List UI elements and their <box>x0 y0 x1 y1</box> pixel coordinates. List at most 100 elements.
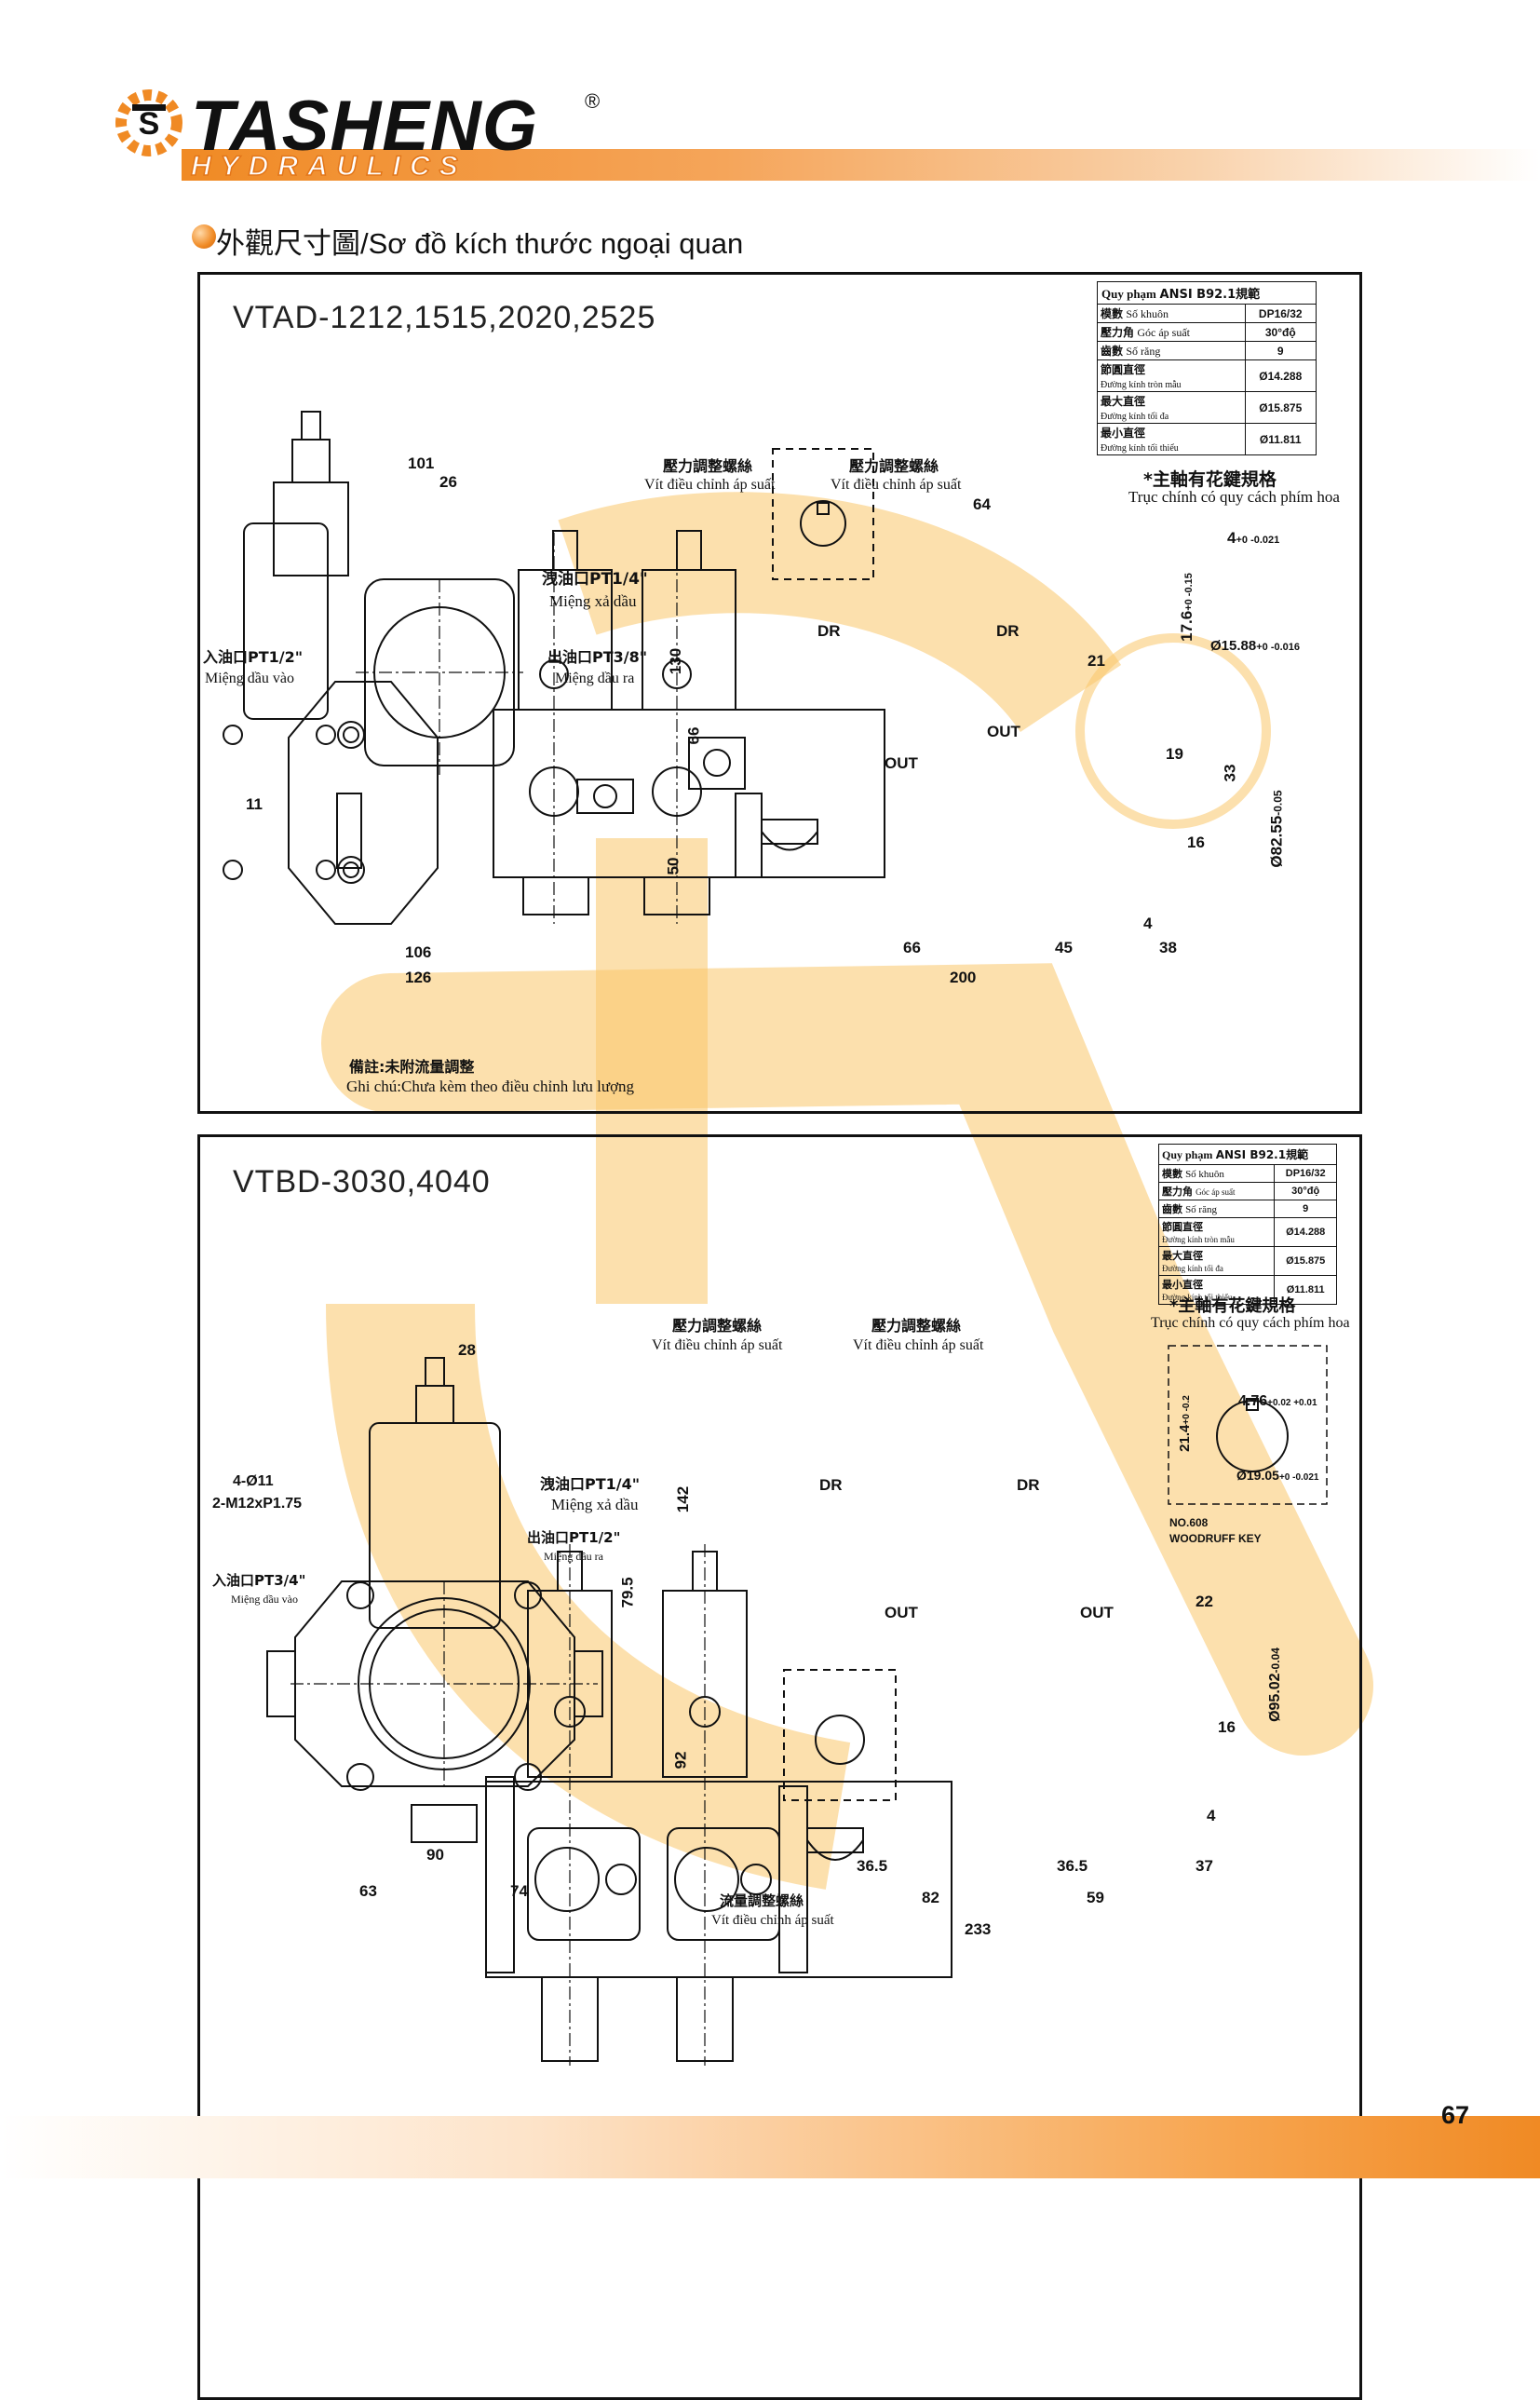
key-width: 4+0 -0.021 <box>1227 529 1280 547</box>
dim-36-5-b: 36.5 <box>1057 1857 1088 1875</box>
out-label-2: OUT <box>987 723 1020 740</box>
dim-233: 233 <box>965 1920 992 1938</box>
dim-36-5-a: 36.5 <box>857 1857 888 1875</box>
drain-port-vi: Miệng xả dầu <box>549 592 637 610</box>
dim-50: 50 <box>664 857 682 875</box>
dim-28: 28 <box>458 1341 476 1359</box>
pump-head-2 <box>642 569 736 711</box>
dim-66-vertical: 66 <box>684 726 703 745</box>
drain-port-label-2: 洩油口PT1/4" <box>540 1475 641 1493</box>
out-label-1: OUT <box>885 754 918 772</box>
note-zh: 備註:未附流量調整 <box>349 1058 475 1076</box>
pressure-screw-3-vi: Vít điều chỉnh áp suất <box>652 1337 783 1353</box>
drain-port-vi-2: Miệng xả dầu <box>551 1496 639 1513</box>
brand-name: TASHENG <box>191 87 538 166</box>
pump-head-1 <box>518 569 613 711</box>
spec-table-header: Quy phạm ANSI B92.1規範 <box>1097 281 1317 305</box>
svg-text:S: S <box>139 106 160 142</box>
dim-26: 26 <box>439 473 457 491</box>
shaft-note-zh: *主軸有花鍵規格 <box>1143 469 1277 490</box>
pressure-screw-4-vi: Vít điều chỉnh áp suất <box>853 1337 984 1353</box>
inlet-port-label-2: 入油口PT3/4" <box>212 1572 306 1589</box>
shaft-note-vi-2: Trục chính có quy cách phím hoa <box>1151 1315 1350 1331</box>
pressure-screw-1-zh: 壓力調整螺絲 <box>663 457 753 475</box>
registered-mark: ® <box>585 89 601 113</box>
shaft-od: Ø15.88+0 -0.016 <box>1210 638 1301 654</box>
header-gradient-bar <box>182 149 1540 181</box>
section-title: 外觀尺寸圖/Sơ đồ kích thước ngoại quan <box>216 227 744 260</box>
model-title-vtad: VTAD-1212,1515,2020,2525 <box>233 300 656 335</box>
drawing-panel-vtad <box>197 272 1362 1114</box>
dim-11: 11 <box>246 795 263 813</box>
out-label-4: OUT <box>1080 1604 1114 1621</box>
dim-16-2: 16 <box>1218 1718 1236 1736</box>
dim-22: 22 <box>1196 1593 1213 1610</box>
dim-66-horizontal: 66 <box>903 939 921 956</box>
page-number: 67 <box>1441 2101 1470 2129</box>
dim-16: 16 <box>1187 834 1205 851</box>
mounting-holes: 4-Ø11 <box>233 1473 274 1489</box>
inlet-port-vi-2: Miệng dầu vào <box>231 1593 298 1606</box>
flow-screw-vi: Vít điều chỉnh áp suất <box>711 1913 834 1928</box>
dim-45: 45 <box>1055 939 1073 956</box>
dim-130: 130 <box>667 647 685 675</box>
pressure-screw-3-zh: 壓力調整螺絲 <box>672 1317 763 1335</box>
dim-33: 33 <box>1221 764 1239 782</box>
dr-label-1: DR <box>817 622 841 640</box>
woodruff-no: NO.608 <box>1169 1516 1209 1529</box>
drain-port-label: 洩油口PT1/4" <box>542 570 648 589</box>
dim-74: 74 <box>510 1882 528 1900</box>
flow-screw-zh: 流量調整螺絲 <box>720 1892 804 1909</box>
drawing-vtad <box>223 411 885 925</box>
dim-4: 4 <box>1143 915 1153 932</box>
dim-200: 200 <box>950 969 977 986</box>
woodruff-key: WOODRUFF KEY <box>1169 1532 1262 1545</box>
pressure-screw-2-vi: Vít điều chỉnh áp suất <box>831 477 962 493</box>
dim-37: 37 <box>1196 1857 1213 1875</box>
outlet-port-vi-2: Miệng dầu ra <box>544 1550 603 1563</box>
dim-shaft-diameter: Ø82.55-0.05 <box>1267 790 1286 868</box>
dim-90: 90 <box>426 1846 444 1864</box>
dr-label-2: DR <box>996 622 1020 640</box>
pump-cover-front <box>273 481 349 576</box>
dim-59: 59 <box>1087 1889 1104 1906</box>
dim-142: 142 <box>674 1485 693 1513</box>
pump-cover-front-2 <box>369 1422 501 1629</box>
dim-19: 19 <box>1166 745 1183 763</box>
dim-21: 21 <box>1087 652 1105 670</box>
dim-63: 63 <box>359 1882 377 1900</box>
outlet-port-vi: Miệng dầu ra <box>555 671 635 686</box>
pressure-screw-2-zh: 壓力調整螺絲 <box>849 457 939 475</box>
drawing-vtbd <box>266 1357 952 2066</box>
dim-92: 92 <box>671 1751 690 1769</box>
dr-label-3: DR <box>819 1476 843 1494</box>
mounting-thread: 2-M12xP1.75 <box>212 1496 303 1512</box>
dim-82: 82 <box>922 1889 939 1906</box>
shaft-section-2 <box>1168 1345 1328 1505</box>
note-vi: Ghi chú:Chưa kèm theo điều chỉnh lưu lượ… <box>346 1078 635 1095</box>
dim-38: 38 <box>1159 939 1177 956</box>
inlet-port-vi: Miệng dầu vào <box>205 671 294 686</box>
tasheng-gear-logo-icon: S <box>115 89 182 156</box>
brand-subtitle: HYDRAULICS <box>190 150 467 183</box>
shaft-note-vi: Trục chính có quy cách phím hoa <box>1128 488 1340 506</box>
key-height: 17.6+0 -0.15 <box>1177 573 1196 642</box>
outlet-port-label-2: 出油口PT1/2" <box>527 1529 621 1546</box>
pump-body-side-2 <box>485 1781 952 1978</box>
inlet-port-label: 入油口PT1/2" <box>203 648 304 666</box>
dim-shaft-diameter-2: Ø95.02-0.04 <box>1266 1647 1283 1722</box>
model-title-vtbd: VTBD-3030,4040 <box>233 1164 491 1200</box>
out-label-3: OUT <box>885 1604 918 1621</box>
outlet-port-label: 出油口PT3/8" <box>547 648 648 666</box>
dim-106: 106 <box>405 943 432 961</box>
pressure-screw-4-zh: 壓力調整螺絲 <box>871 1317 962 1335</box>
dim-126: 126 <box>405 969 432 986</box>
dim-101: 101 <box>408 454 435 472</box>
dim-79-5: 79.5 <box>618 1577 637 1608</box>
dim-64: 64 <box>973 495 991 513</box>
pressure-screw-1-vi: Vít điều chỉnh áp suất <box>644 477 776 493</box>
dr-label-4: DR <box>1017 1476 1040 1494</box>
watermark-logo <box>321 492 1373 1890</box>
